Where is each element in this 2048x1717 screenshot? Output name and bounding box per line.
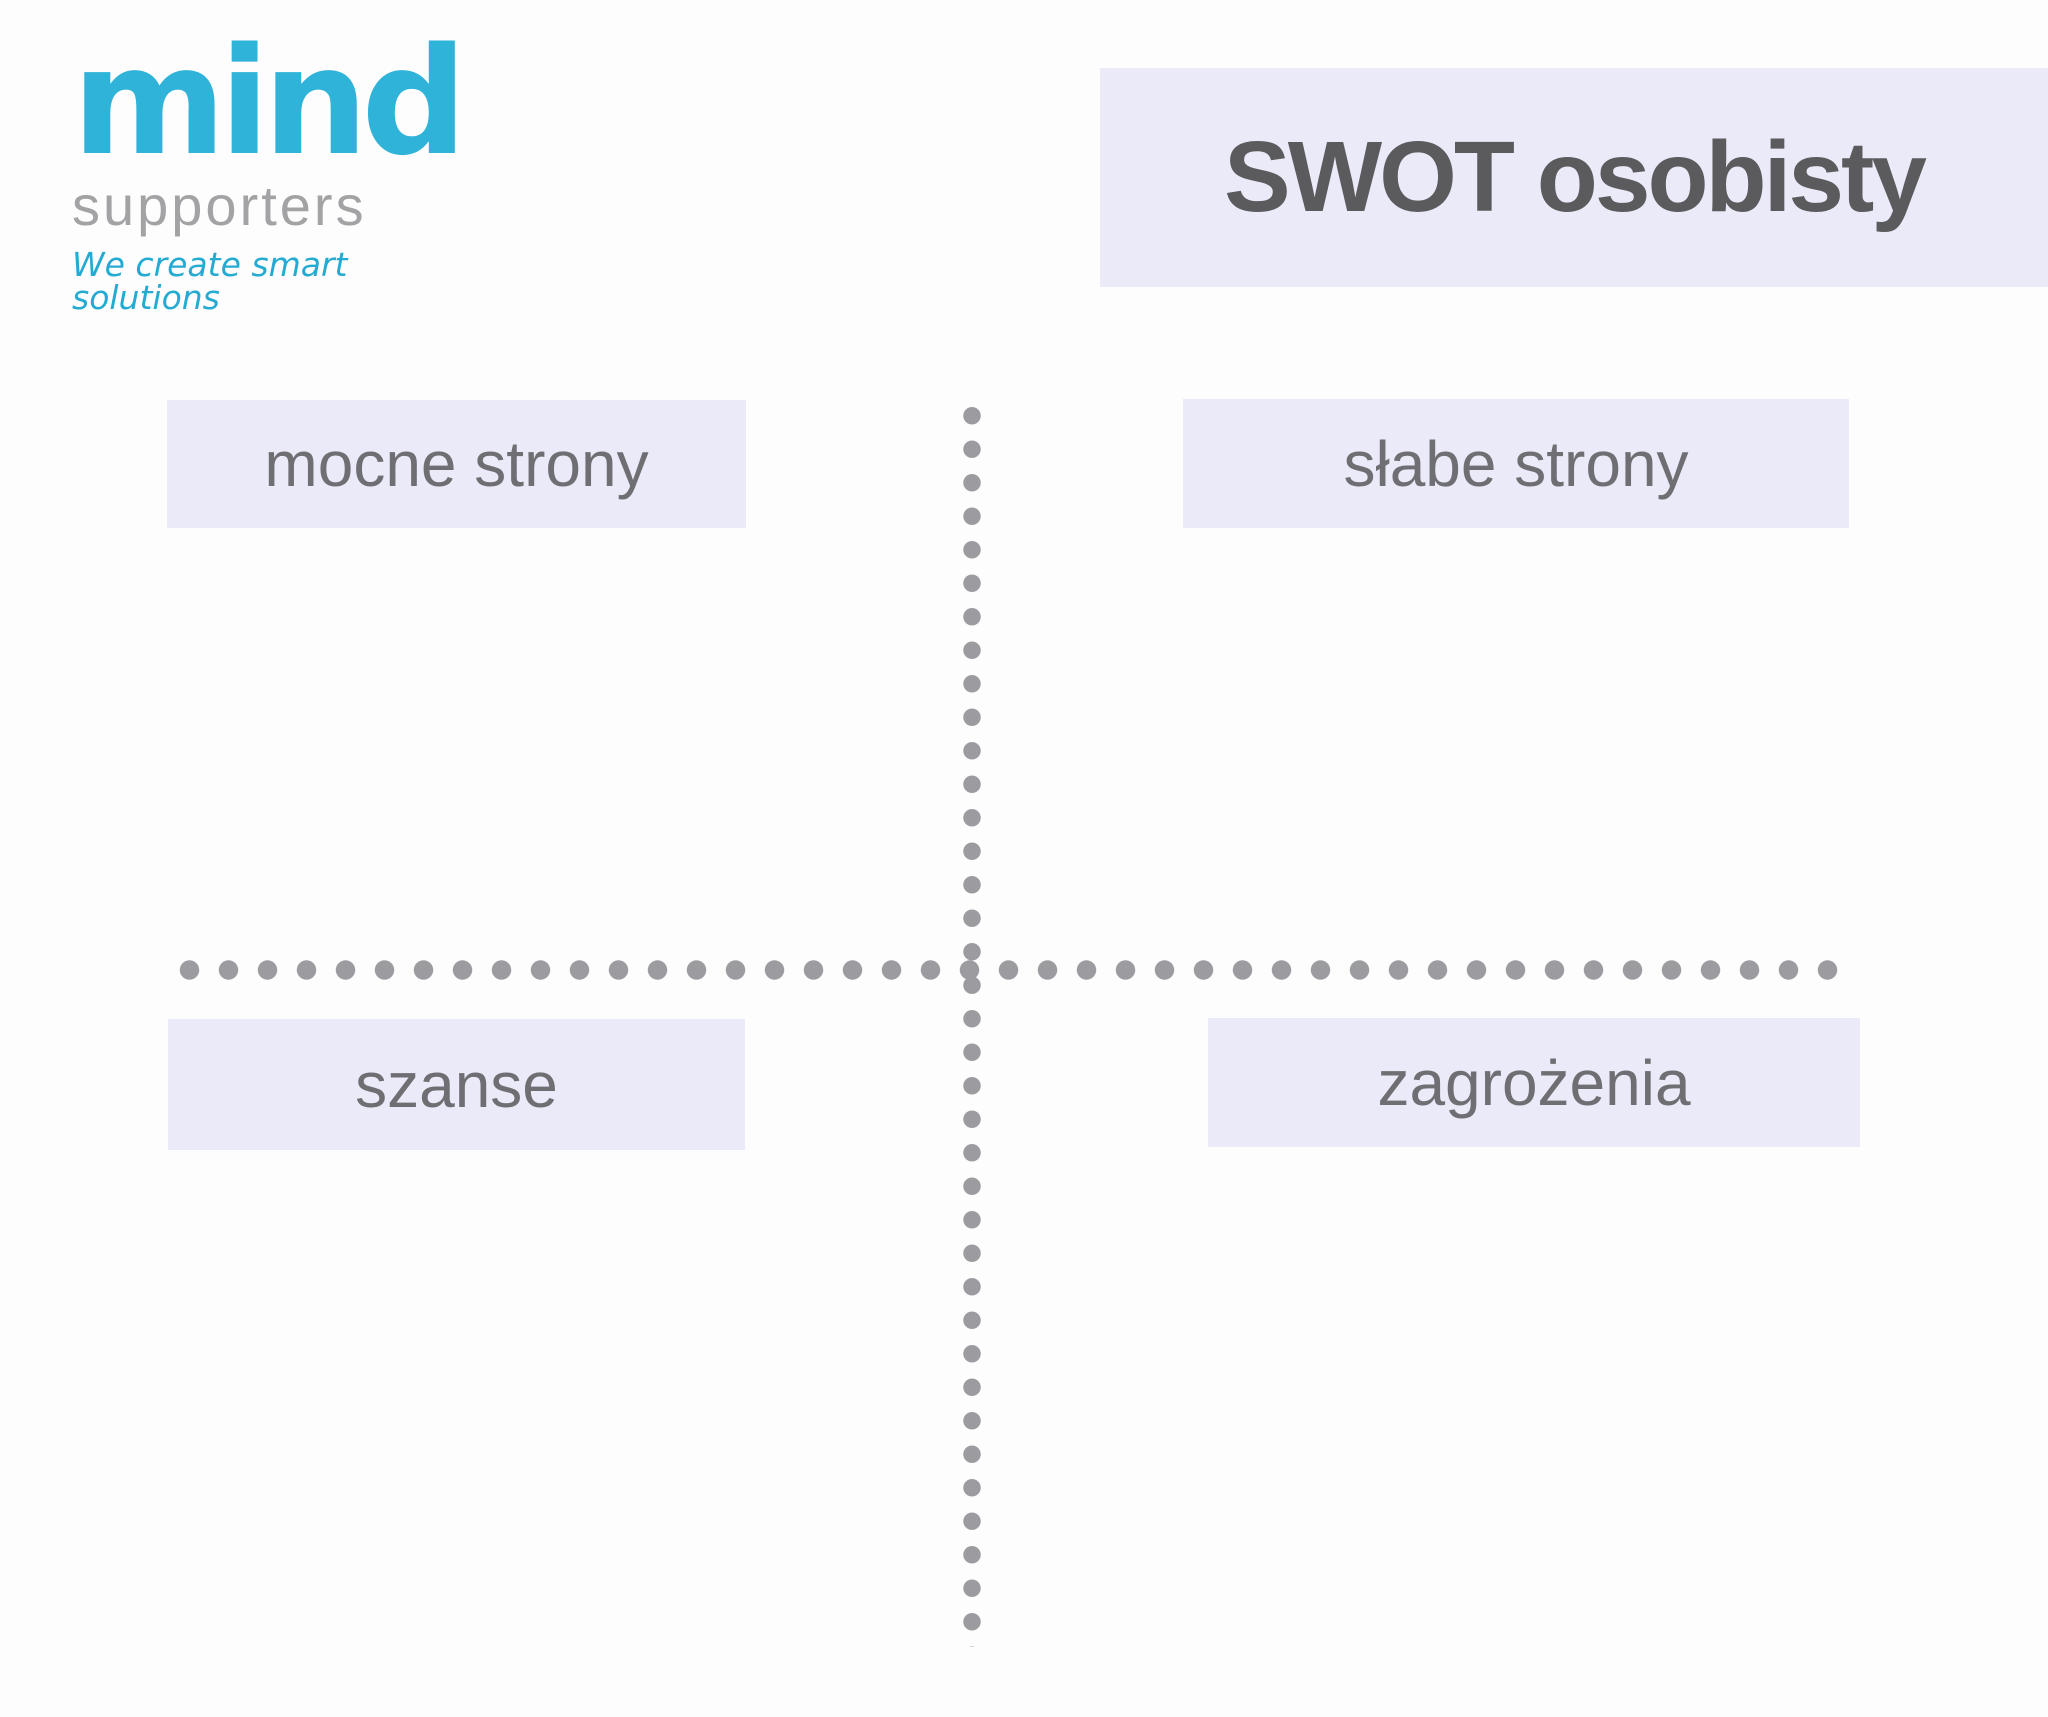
- quadrant-label-threats: zagrożenia: [1208, 1018, 1860, 1147]
- quadrant-label-opportunities-text: szanse: [355, 1048, 558, 1121]
- brand-logo: mind supporters We create smart solution…: [72, 16, 467, 317]
- quadrant-label-weaknesses: słabe strony: [1183, 399, 1849, 528]
- vertical-axis-dotted-line: [963, 399, 981, 1647]
- brand-logo-wordmark: mind: [72, 16, 467, 188]
- quadrant-label-weaknesses-text: słabe strony: [1343, 427, 1689, 500]
- quadrant-label-opportunities: szanse: [168, 1019, 745, 1150]
- quadrant-label-strengths-text: mocne strony: [264, 428, 649, 500]
- brand-logo-tagline: We create smart solutions: [72, 245, 348, 317]
- page-title: SWOT osobisty: [1224, 121, 1927, 233]
- horizontal-axis-dotted-line: [170, 960, 1852, 980]
- brand-logo-subtitle: supporters: [72, 174, 367, 237]
- title-banner: SWOT osobisty: [1100, 68, 2048, 287]
- quadrant-label-strengths: mocne strony: [167, 400, 746, 528]
- quadrant-label-threats-text: zagrożenia: [1377, 1046, 1691, 1119]
